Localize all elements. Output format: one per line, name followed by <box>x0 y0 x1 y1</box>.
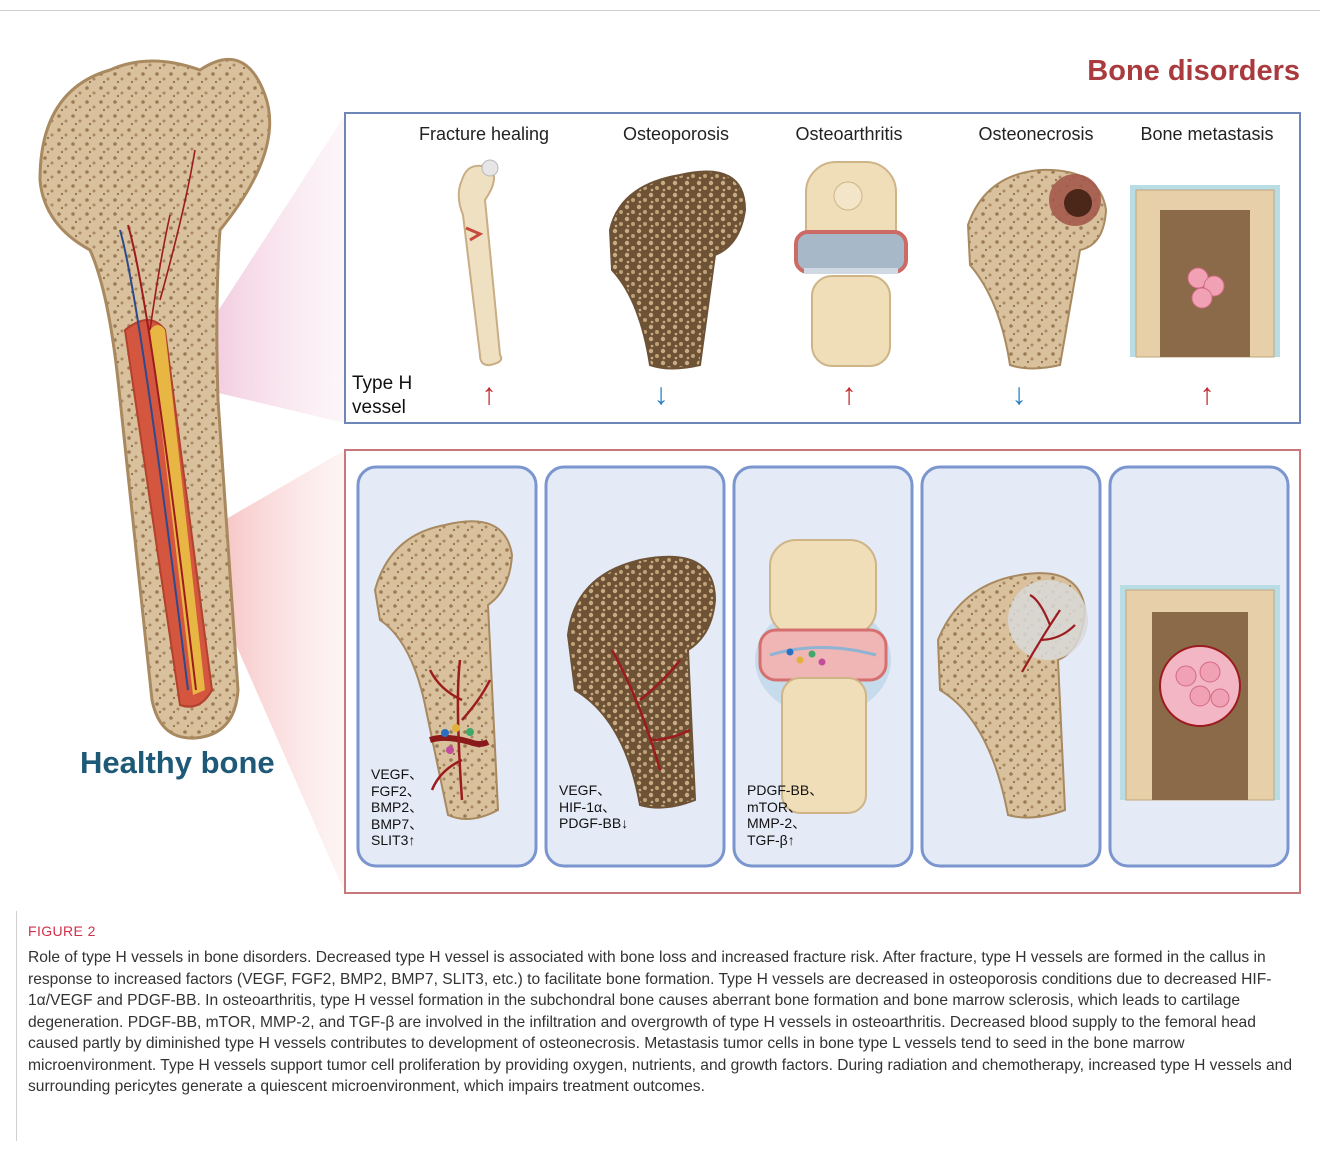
metastasis-vessel-illustration <box>1120 585 1280 800</box>
column-label-fracture-healing: Fracture healing <box>419 124 549 145</box>
osteoporosis-factor-list: VEGF、 HIF-1α、 PDGF-BB↓ <box>559 782 628 832</box>
osteonecrosis-bone-illustration <box>968 170 1106 369</box>
caption-rule <box>16 911 17 1141</box>
column-label-osteonecrosis: Osteonecrosis <box>978 124 1093 145</box>
osteoporosis-bone-illustration <box>610 172 745 369</box>
osteoarthritis-up-arrow: ↑ <box>842 378 857 412</box>
fracture-factor-list: VEGF、 FGF2、 BMP2、 BMP7、 SLIT3↑ <box>371 766 423 849</box>
type-h-vessel-label: Type H vessel <box>352 372 422 420</box>
osteoarthritis-knee-illustration <box>796 162 906 366</box>
figure-caption-text: Role of type H vessels in bone disorders… <box>28 947 1300 1098</box>
metastasis-up-arrow: ↑ <box>1200 378 1215 412</box>
figure-caption-title: FIGURE 2 <box>28 923 96 939</box>
column-label-osteoarthritis: Osteoarthritis <box>795 124 902 145</box>
osteonecrosis-down-arrow: ↓ <box>1012 378 1027 412</box>
column-label-bone-metastasis: Bone metastasis <box>1140 124 1273 145</box>
healthy-femur <box>40 59 270 738</box>
column-label-osteoporosis: Osteoporosis <box>623 124 729 145</box>
osteoporosis-down-arrow: ↓ <box>654 378 669 412</box>
fracture-bone-illustration <box>459 160 502 365</box>
bone-disorders-title: Bone disorders <box>1087 55 1300 88</box>
osteoarthritis-factor-list: PDGF-BB、 mTOR、 MMP-2、 TGF-β↑ <box>747 782 823 848</box>
healthy-bone-title: Healthy bone <box>80 745 275 781</box>
fracture-up-arrow: ↑ <box>482 378 497 412</box>
metastasis-bone-illustration <box>1130 185 1280 357</box>
